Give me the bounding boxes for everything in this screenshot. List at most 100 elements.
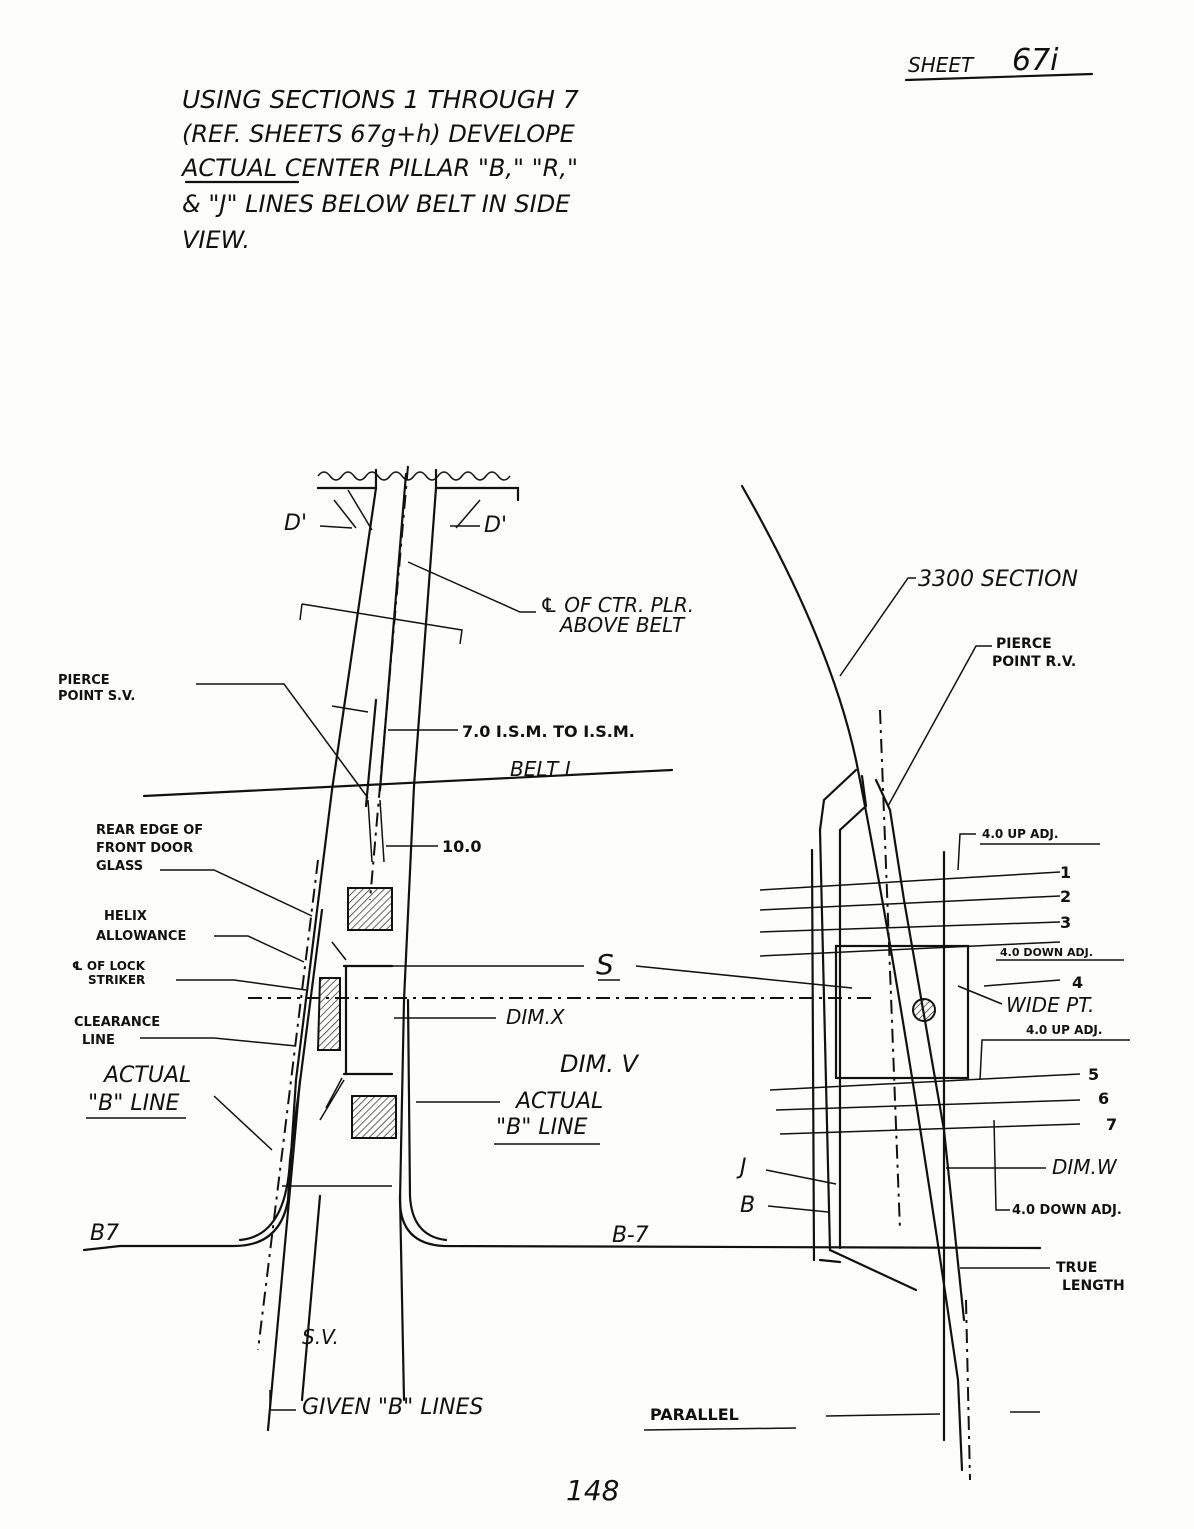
given-b-left (266, 1078, 302, 1432)
b7-mid-label: B-7 (612, 1223, 649, 1248)
helix-leader (214, 935, 305, 963)
belt-label: BELT I (510, 757, 571, 781)
actual-b-line-right (406, 998, 448, 1242)
j-leader (765, 1169, 837, 1185)
side-view: D' D' ℄ OF CTR. PLR. ABOVE BELT PIERCE P… (58, 465, 1042, 1432)
rear-body-outer (818, 768, 918, 1292)
d-prime-right-angle (455, 499, 481, 529)
instruction-line-1: USING SECTIONS 1 THROUGH 7 (182, 85, 579, 114)
lock-opening (342, 964, 394, 1076)
section-4-label: 4 (1072, 973, 1083, 992)
lock-label-2: STRIKER (88, 973, 145, 987)
section-6-label: 6 (1098, 1089, 1109, 1108)
actual-b-left-label-2: "B" LINE (88, 1091, 180, 1116)
belt-line (142, 768, 674, 798)
actual-b-line-left (238, 908, 324, 1242)
section-3300-label: 3300 SECTION (918, 567, 1078, 592)
pierce-sv-label-2: POINT S.V. (58, 689, 135, 704)
rear-centerline (879, 709, 901, 1231)
b7-left-label: B7 (90, 1221, 119, 1246)
lock-block-lower (351, 1095, 397, 1139)
d-prime-left: D' (284, 511, 307, 536)
ten-dim-label: 10.0 (442, 837, 481, 856)
section-4-line (983, 979, 1061, 987)
cl-ctr-plr-leader (407, 561, 536, 613)
pierce-rv-leader (887, 645, 992, 807)
rear-body-inner (838, 774, 868, 1250)
pierce-rv-label-1: PIERCE (996, 636, 1052, 652)
clearance-label-1: CLEARANCE (74, 1015, 160, 1030)
rear-view: 3300 SECTION PIERCE POINT R.V. 4.0 UP AD… (643, 484, 1130, 1481)
instruction-line-4: & "J" LINES BELOW BELT IN SIDE (182, 190, 571, 218)
break-line (317, 471, 511, 481)
up-adj-mid-label: 4.0 UP ADJ. (1026, 1023, 1102, 1037)
ten-dim-lines (367, 799, 438, 863)
sheet-underline (904, 72, 1094, 82)
section-cut-upper (299, 603, 463, 645)
true-length-label-1: TRUE (1056, 1260, 1097, 1276)
lock-striker-block (316, 977, 341, 1051)
ism-label: 7.0 I.S.M. TO I.S.M. (462, 722, 635, 741)
ism-dimension-bar (364, 698, 378, 808)
actual-b-left-label-1: ACTUAL (102, 1063, 191, 1088)
section-7-label: 7 (1106, 1115, 1117, 1134)
sheet-number: 67i (1012, 43, 1059, 78)
lock-braces (319, 941, 347, 1121)
down-adj-top-label: 4.0 DOWN ADJ. (1000, 946, 1093, 959)
pierce-sv-leader (196, 683, 369, 799)
dim-w-label: DIM.W (1052, 1155, 1118, 1179)
parallel-dimension (825, 1411, 1040, 1417)
section-3-label: 3 (1060, 913, 1071, 932)
d-prime-left-leader (319, 525, 353, 529)
given-b-right (398, 1194, 406, 1402)
pillar-right-edge-upper (412, 486, 438, 788)
section-5-label: 5 (1088, 1065, 1099, 1084)
d-prime-right: D' (484, 513, 507, 538)
sv-label: S.V. (302, 1325, 339, 1349)
b-leader (767, 1205, 829, 1213)
up-adj-mid-leader (979, 1039, 1022, 1081)
wide-pt-leader (957, 985, 1003, 1005)
down-adj-bottom-leader (993, 1119, 1010, 1211)
j-label: J (736, 1155, 747, 1180)
section-3300-curve (740, 484, 964, 1472)
ism-left-tick (331, 705, 369, 713)
sheet-label: SHEET (908, 53, 975, 77)
lock-block-upper (347, 887, 393, 931)
sections-upper (759, 871, 1061, 957)
b-label: B (740, 1193, 755, 1218)
rear-edge-label-1: REAR EDGE OF (96, 823, 203, 838)
clearance-leader (140, 1037, 297, 1047)
instruction-line-5: VIEW. (182, 226, 250, 254)
instruction-line-2: (REF. SHEETS 67g+h) DEVELOPE (182, 120, 576, 148)
helix-dash (257, 859, 319, 1351)
lock-label-1: ℄ OF LOCK (72, 959, 146, 973)
dim-x-label: DIM.X (506, 1005, 566, 1029)
given-b-left-2 (300, 1194, 322, 1402)
given-b-label: GIVEN "B" LINES (302, 1395, 483, 1420)
up-adj-top-label: 4.0 UP ADJ. (982, 827, 1058, 841)
up-adj-top-leader (957, 833, 976, 871)
s-label: S (596, 948, 614, 981)
pierce-sv-label-1: PIERCE (58, 673, 110, 688)
rear-edge-label-3: GLASS (96, 859, 143, 874)
rear-j-line (810, 848, 842, 1264)
section-2-label: 2 (1060, 887, 1071, 906)
s-dimension (356, 965, 853, 989)
page-number: 148 (566, 1474, 619, 1507)
rear-vertical-dash (965, 1299, 971, 1481)
rear-edge-label-2: FRONT DOOR (96, 841, 193, 856)
actual-b-right-label-1: ACTUAL (514, 1089, 603, 1114)
actual-b-left-leader (213, 1095, 273, 1151)
rear-lock-box (834, 944, 970, 1080)
down-adj-bottom-label: 4.0 DOWN ADJ. (1012, 1203, 1122, 1218)
helix-label-1: HELIX (104, 909, 147, 924)
true-length-label-2: LENGTH (1062, 1278, 1125, 1294)
cl-ctr-plr-label-1: ℄ OF CTR. PLR. (540, 593, 694, 617)
instruction-line-3: ACTUAL CENTER PILLAR "B," "R," (180, 154, 578, 182)
parallel-label: PARALLEL (650, 1405, 739, 1424)
pillar-left-edge-upper (330, 486, 378, 792)
dim-v-label: DIM. V (560, 1050, 640, 1078)
